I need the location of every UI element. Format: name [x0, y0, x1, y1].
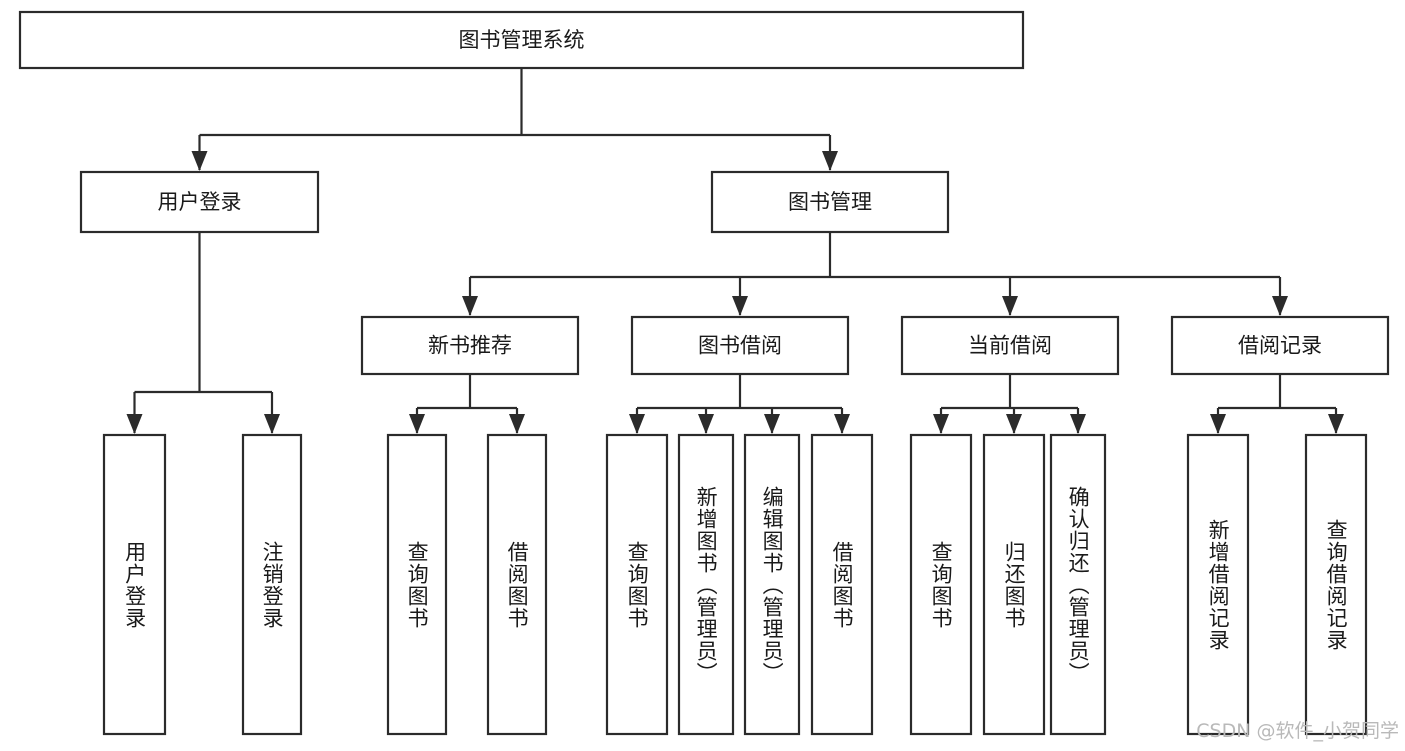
arrow-head-icon [462, 296, 478, 316]
node-label-new-book-recommend: 新书推荐 [428, 334, 512, 358]
arrow-head-icon [933, 414, 949, 434]
node-leaf-query-book-2[interactable] [605, 433, 669, 736]
node-leaf-edit-book-admin[interactable] [743, 433, 801, 736]
node-label-borrow-record: 借阅记录 [1238, 334, 1322, 358]
arrow-head-icon [732, 296, 748, 316]
arrow-head-icon [698, 414, 714, 434]
arrow-head-icon [509, 414, 525, 434]
node-new-book-recommend[interactable] [360, 315, 580, 376]
watermark-text: CSDN @软件_小贺同学 [1196, 720, 1399, 742]
arrow-head-icon [834, 414, 850, 434]
arrow-head-icon [1210, 414, 1226, 434]
arrow-head-icon [1272, 296, 1288, 316]
node-leaf-borrow-book-2[interactable] [810, 433, 874, 736]
node-boxes [18, 10, 1390, 736]
node-current-borrow[interactable] [900, 315, 1120, 376]
node-label-book-borrow: 图书借阅 [698, 334, 782, 358]
node-label-current-borrow: 当前借阅 [968, 334, 1052, 358]
connector-lines [126, 68, 1344, 434]
node-book-borrow[interactable] [630, 315, 850, 376]
arrow-head-icon [1002, 296, 1018, 316]
node-leaf-query-book-1[interactable] [386, 433, 448, 736]
node-root[interactable] [18, 10, 1025, 70]
node-leaf-add-book-admin[interactable] [677, 433, 735, 736]
node-leaf-logout[interactable] [241, 433, 303, 736]
node-leaf-query-book-3[interactable] [909, 433, 973, 736]
arrow-head-icon [822, 151, 838, 171]
node-leaf-query-borrow-record[interactable] [1304, 433, 1368, 736]
node-label-user-login: 用户登录 [158, 190, 242, 214]
arrow-head-icon [764, 414, 780, 434]
node-label-book-manage: 图书管理 [788, 190, 872, 214]
arrow-head-icon [126, 414, 143, 434]
node-leaf-add-borrow-record[interactable] [1186, 433, 1250, 736]
arrow-head-icon [1006, 414, 1022, 434]
node-leaf-return-book[interactable] [982, 433, 1046, 736]
arrow-head-icon [1070, 414, 1086, 434]
arrow-head-icon [264, 414, 280, 434]
node-book-manage[interactable] [710, 170, 950, 234]
arrow-head-icon [409, 414, 425, 434]
node-leaf-borrow-book-1[interactable] [486, 433, 548, 736]
arrow-head-icon [1328, 414, 1344, 434]
node-leaf-confirm-return-admin[interactable] [1049, 433, 1107, 736]
node-user-login[interactable] [79, 170, 320, 234]
node-borrow-record[interactable] [1170, 315, 1390, 376]
arrow-head-icon [629, 414, 645, 434]
node-leaf-user-login[interactable] [102, 433, 167, 736]
arrow-head-icon [191, 151, 208, 171]
node-label-root: 图书管理系统 [459, 28, 585, 52]
